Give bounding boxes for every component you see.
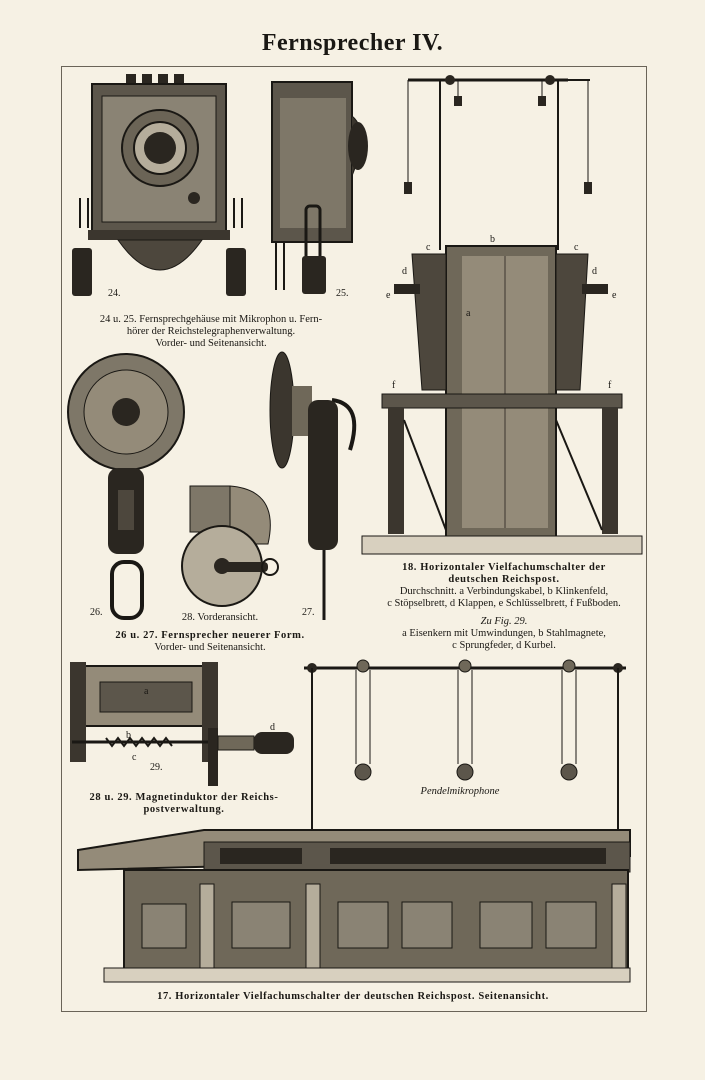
page-title: Fernsprecher IV. <box>261 30 444 56</box>
letter-c-left: c <box>426 242 431 253</box>
fig24-number: 24. <box>108 288 121 299</box>
fig29-letter-c: c <box>132 752 137 763</box>
letter-e-left: e <box>386 290 391 301</box>
fig29-legend-line1: a Eisenkern mit Umwindungen, b Stahlmagn… <box>402 628 606 639</box>
fig18-switchboard-section-illustration: b c c d d e e a f f <box>361 75 643 555</box>
fig29-letter-a: a <box>144 686 149 697</box>
letter-b: b <box>490 234 495 245</box>
fig28-front-view-illustration <box>181 485 279 607</box>
fig28-29-caption-line1: 28 u. 29. Magnetinduktor der Reichs- <box>89 792 279 803</box>
fig18-caption-line1: 18. Horizontaler Vielfachumschalter der <box>402 562 606 573</box>
fig24-telephone-front-illustration <box>72 74 246 296</box>
fig29-letter-b: b <box>126 730 131 741</box>
letter-c-right: c <box>574 242 579 253</box>
fig17-caption: 17. Horizontaler Vielfachumschalter der … <box>157 991 549 1002</box>
letter-a: a <box>466 308 471 319</box>
letter-f-right: f <box>608 380 612 391</box>
fig27-number: 27. <box>302 607 315 618</box>
fig24-25-caption-line2: hörer der Reichstelegraphenverwaltung. <box>126 326 296 337</box>
fig28-caption: 28. Vorderansicht. <box>181 612 259 623</box>
fig18-legend-line2: c Stöpselbrett, d Klappen, e Schlüsselbr… <box>387 598 621 609</box>
fig29-number: 29. <box>150 762 163 773</box>
pendulum-microphones-label: Pendelmikrophone <box>420 786 500 797</box>
fig29-letter-d: d <box>270 722 275 733</box>
fig26-27-caption-line2: Vorder- und Seitenansicht. <box>154 642 266 653</box>
fig26-telephone-front-illustration <box>67 353 185 620</box>
fig29-magneto-inductor-illustration: a b c d <box>70 662 294 786</box>
fig18-caption-line2: deutschen Reichspost. <box>448 574 560 585</box>
letter-d-right: d <box>592 266 597 277</box>
fig17-switchboard-side-illustration <box>77 829 631 983</box>
fig28-29-caption-line2: postverwaltung. <box>143 804 225 815</box>
fig29-legend-heading: Zu Fig. 29. <box>480 616 528 627</box>
fig25-telephone-side-illustration <box>271 81 368 294</box>
fig25-number: 25. <box>336 288 349 299</box>
pendulum-microphones-illustration <box>304 659 626 834</box>
plate-frame <box>61 66 647 1012</box>
fig24-25-caption-line3: Vorder- und Seitenansicht. <box>155 338 267 349</box>
fig26-27-caption-line1: 26 u. 27. Fernsprecher neuerer Form. <box>115 630 305 641</box>
fig24-25-caption-line1: 24 u. 25. Fernsprechgehäuse mit Mikropho… <box>99 314 323 325</box>
letter-d-left: d <box>402 266 407 277</box>
fig27-telephone-side-illustration <box>269 351 357 620</box>
fig26-number: 26. <box>90 607 103 618</box>
letter-f-left: f <box>392 380 396 391</box>
letter-e-right: e <box>612 290 617 301</box>
fig29-legend-line2: c Sprungfeder, d Kurbel. <box>452 640 556 651</box>
fig18-legend-line1: Durchschnitt. a Verbindungskabel, b Klin… <box>399 586 609 597</box>
